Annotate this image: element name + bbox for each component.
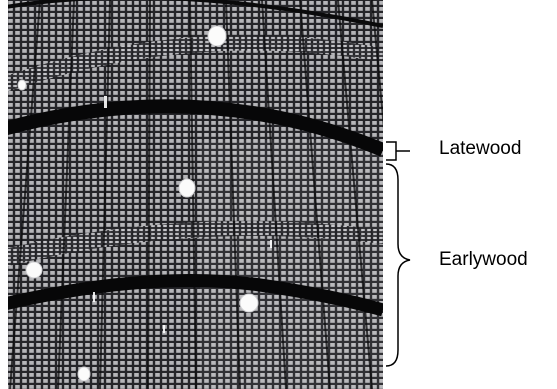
latewood-brace bbox=[386, 142, 410, 160]
earlywood-brace bbox=[386, 164, 410, 366]
latewood-label: Latewood bbox=[439, 139, 521, 158]
earlywood-label: Earlywood bbox=[439, 250, 528, 269]
